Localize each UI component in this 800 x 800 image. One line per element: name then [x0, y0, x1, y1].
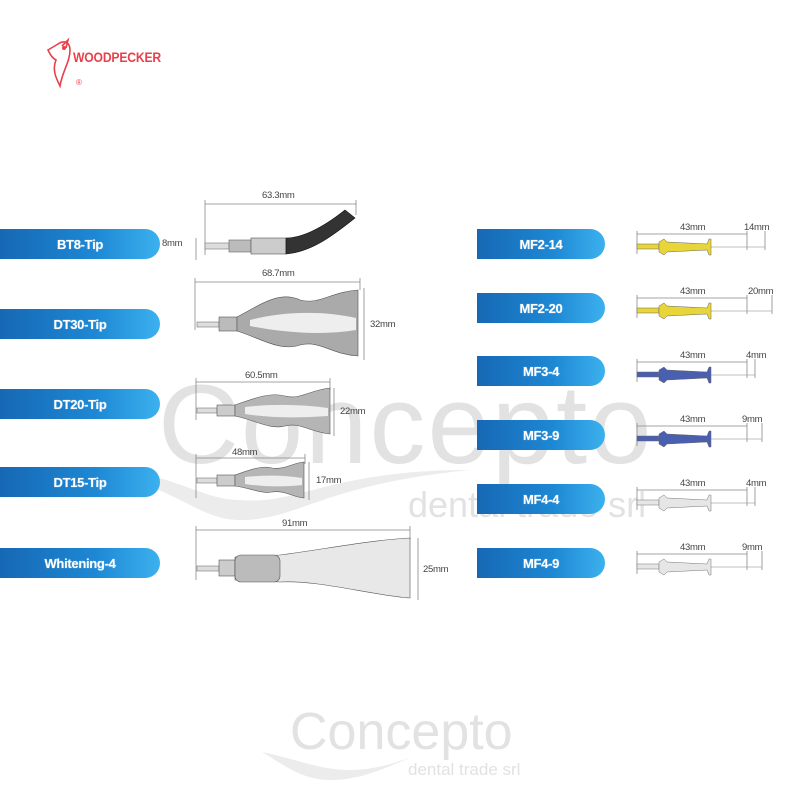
whitening-4-tip-illustration — [195, 526, 419, 600]
mf-tip-shaft — [636, 563, 660, 570]
whitening-4-length: 91mm — [282, 518, 308, 529]
mf2-20-extension: 20mm — [748, 286, 774, 297]
mf3-9-length: 43mm — [680, 414, 706, 425]
mf4-9-extension: 9mm — [742, 542, 763, 553]
label-whitening-4: Whitening-4 — [0, 548, 160, 578]
label-mf4-4: MF4-4 — [477, 484, 605, 514]
woodpecker-logo: WOODPECKER ® — [40, 38, 170, 98]
dt15-length: 48mm — [232, 447, 258, 458]
label-mf3-9: MF3-9 — [477, 420, 605, 450]
bt8-width: 8mm — [162, 238, 183, 249]
watermark-swoosh-center — [100, 470, 470, 520]
bt8-tip-illustration — [195, 200, 357, 260]
mf-tip-mf4-9 — [636, 551, 763, 576]
label-mf2-14: MF2-14 — [477, 229, 605, 259]
mf4-4-length: 43mm — [680, 478, 706, 489]
mf-tip-body — [658, 494, 712, 512]
whitening-4-width: 25mm — [423, 564, 449, 575]
woodpecker-bird-icon — [46, 37, 71, 89]
mf-tip-body — [658, 366, 712, 384]
mf-tip-shaft — [636, 435, 660, 442]
dt30-width: 32mm — [370, 319, 396, 330]
mf-tip-mf4-4 — [636, 487, 756, 512]
mf2-14-length: 43mm — [680, 222, 706, 233]
mf-tip-body — [658, 558, 712, 576]
watermark-swoosh-bottom — [262, 752, 410, 780]
watermark-bottom-name: Concepto — [290, 703, 513, 761]
label-dt30-tip: DT30-Tip — [0, 309, 160, 339]
mf-tips-illustrations — [636, 231, 773, 576]
label-mf4-9: MF4-9 — [477, 548, 605, 578]
dt20-tip-illustration — [195, 378, 335, 436]
mf-tip-body — [658, 238, 712, 256]
mf-tip-mf3-4 — [636, 359, 756, 384]
brand-name: WOODPECKER — [73, 50, 161, 65]
mf-tip-body — [658, 302, 712, 320]
mf3-4-length: 43mm — [680, 350, 706, 361]
mf4-4-extension: 4mm — [746, 478, 767, 489]
mf-tip-shaft — [636, 307, 660, 314]
dt30-length: 68.7mm — [262, 268, 295, 279]
label-dt20-tip: DT20-Tip — [0, 389, 160, 419]
label-dt15-tip: DT15-Tip — [0, 467, 160, 497]
label-mf3-4: MF3-4 — [477, 356, 605, 386]
mf2-20-length: 43mm — [680, 286, 706, 297]
mf-tip-mf2-14 — [636, 231, 766, 256]
label-mf2-20: MF2-20 — [477, 293, 605, 323]
mf3-9-extension: 9mm — [742, 414, 763, 425]
dt30-tip-illustration — [194, 278, 365, 360]
mf3-4-extension: 4mm — [746, 350, 767, 361]
dt15-width: 17mm — [316, 475, 342, 486]
mf-tip-mf2-20 — [636, 295, 773, 320]
label-bt8-tip: BT8-Tip — [0, 229, 160, 259]
mf2-14-extension: 14mm — [744, 222, 770, 233]
mf4-9-length: 43mm — [680, 542, 706, 553]
mf-tip-body — [658, 430, 712, 448]
watermark-bottom-tagline: dental trade srl — [408, 760, 521, 779]
mf-tip-shaft — [636, 243, 660, 250]
registered-mark: ® — [76, 78, 82, 87]
dt20-width: 22mm — [340, 406, 366, 417]
mf-tip-shaft — [636, 499, 660, 506]
dt20-length: 60.5mm — [245, 370, 278, 381]
mf-tip-mf3-9 — [636, 423, 763, 448]
mf-tip-shaft — [636, 371, 660, 378]
dt15-tip-illustration — [195, 454, 310, 500]
bt8-length: 63.3mm — [262, 190, 295, 201]
